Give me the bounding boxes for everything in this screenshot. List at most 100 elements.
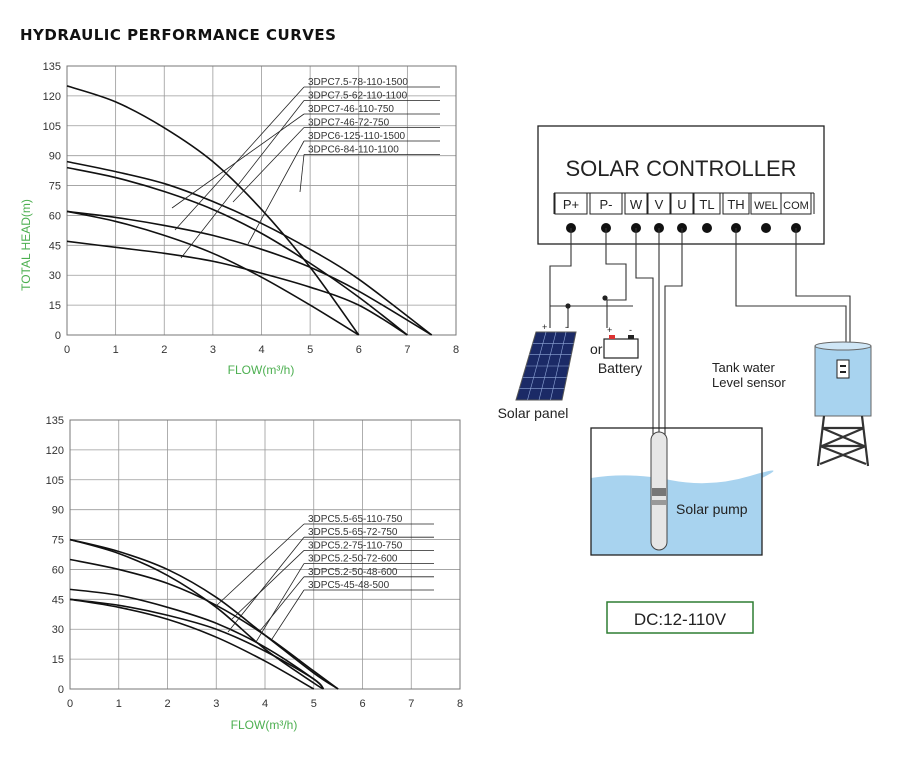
- chart-top: 3DPC7.5-78-110-1500 3DPC7.5-62-110-1100 3D…: [19, 61, 459, 377]
- y-tick-label: 90: [52, 505, 64, 517]
- legend-entry: 3DPC5-45-48-500: [308, 580, 390, 591]
- y-tick-label: 120: [46, 445, 64, 457]
- terminal-label: TH: [727, 197, 744, 212]
- legend-leader: [299, 154, 305, 193]
- panel-plus-label: +: [542, 322, 547, 332]
- battery-minus-label: -: [629, 325, 632, 335]
- terminal-box: [693, 192, 721, 215]
- legend-leader: [231, 550, 305, 620]
- x-tick-label: 2: [161, 344, 167, 356]
- terminal-box: [589, 192, 623, 215]
- solar-pump-icon: [650, 431, 668, 551]
- legend-entry: 3DPC5.2-75-110-750: [308, 540, 403, 551]
- y-tick-label: 0: [58, 684, 64, 696]
- x-tick-label: 7: [404, 344, 410, 356]
- series-line: [66, 210, 433, 336]
- legend-entry: 3DPC7-46-72-750: [308, 118, 390, 129]
- well-icon: [590, 427, 774, 556]
- terminal-label: U: [677, 197, 686, 212]
- x-tick-label: 1: [116, 698, 122, 710]
- plot-frame: [69, 419, 461, 690]
- y-tick-label: 75: [52, 535, 64, 547]
- y-tick-label: 90: [49, 151, 61, 163]
- panel-minus-label: -: [565, 322, 568, 332]
- x-tick-label: 6: [356, 344, 362, 356]
- y-tick-label: 30: [49, 270, 61, 282]
- x-tick-label: 8: [457, 698, 463, 710]
- x-axis-label: FLOW(m³/h): [228, 363, 295, 377]
- series-line: [69, 598, 325, 690]
- legend-leader: [271, 589, 305, 640]
- series-line: [66, 160, 433, 336]
- y-tick-label: 105: [43, 121, 61, 133]
- y-tick-label: 15: [49, 300, 61, 312]
- page-title: HYDRAULIC PERFORMANCE CURVES: [20, 26, 337, 44]
- terminal-box: [670, 192, 694, 215]
- battery-icon: [603, 335, 639, 359]
- x-tick-label: 6: [359, 698, 365, 710]
- terminal-box: [647, 192, 671, 215]
- terminal-label: COM: [783, 200, 809, 212]
- x-tick-label: 5: [307, 344, 313, 356]
- terminal-box: [554, 192, 588, 215]
- x-tick-label: 4: [262, 698, 268, 710]
- series-line: [69, 538, 324, 690]
- legend-leader: [215, 523, 305, 607]
- legend-entry: 3DPC7.5-62-110-1100: [308, 91, 408, 102]
- or-label: or: [590, 341, 603, 357]
- legend-leader: [259, 576, 305, 632]
- y-axis-label: TOTAL HEAD(m): [19, 199, 33, 291]
- legend-entry: 3DPC7.5-78-110-1500: [308, 77, 408, 88]
- y-tick-label: 105: [46, 475, 64, 487]
- y-tick-label: 0: [55, 330, 61, 342]
- y-tick-label: 15: [52, 654, 64, 666]
- legend-leader: [255, 563, 305, 643]
- legend-entry: 3DPC5.5-65-72-750: [308, 527, 398, 538]
- tank-label-line2: Level sensor: [712, 375, 786, 390]
- legend-leader: [174, 86, 305, 231]
- terminal-box: [722, 192, 750, 215]
- x-tick-label: 8: [453, 344, 459, 356]
- y-tick-label: 135: [43, 61, 61, 73]
- solar-panel-label: Solar panel: [498, 405, 569, 421]
- x-tick-label: 7: [408, 698, 414, 710]
- legend-leader: [247, 140, 305, 245]
- voltage-label: DC:12-110V: [634, 610, 727, 629]
- water-tank-icon: [814, 341, 872, 467]
- series-line: [69, 598, 315, 690]
- chart-bottom: 3DPC5.5-65-110-750 3DPC5.5-65-72-750 3DPC5…: [46, 415, 463, 732]
- series-line: [66, 166, 408, 336]
- x-tick-label: 2: [164, 698, 170, 710]
- x-tick-label: 0: [67, 698, 73, 710]
- y-tick-label: 120: [43, 91, 61, 103]
- x-tick-label: 0: [64, 344, 70, 356]
- legend-leader: [227, 536, 305, 633]
- plot-frame: [66, 65, 457, 336]
- y-tick-label: 60: [52, 564, 64, 576]
- series-line: [66, 85, 360, 336]
- terminal-screw: [702, 223, 712, 233]
- x-tick-label: 4: [258, 344, 264, 356]
- x-tick-label: 3: [213, 698, 219, 710]
- y-tick-label: 135: [46, 415, 64, 427]
- legend-entry: 3DPC5.5-65-110-750: [308, 514, 403, 525]
- legend-entry: 3DPC7-46-110-750: [308, 104, 394, 115]
- terminal-label: W: [630, 197, 643, 212]
- y-tick-label: 30: [52, 624, 64, 636]
- controller-title: SOLAR CONTROLLER: [565, 156, 796, 181]
- solar-pump-label: Solar pump: [676, 501, 748, 517]
- legend-entry: 3DPC6-84-110-1100: [308, 145, 399, 156]
- battery-plus-label: +: [607, 325, 612, 335]
- terminal-label: V: [655, 197, 664, 212]
- legend-leader: [232, 127, 305, 203]
- y-tick-label: 45: [52, 594, 64, 606]
- terminal-label: P-: [600, 197, 613, 212]
- x-tick-label: 1: [113, 344, 119, 356]
- x-axis-label: FLOW(m³/h): [231, 718, 298, 732]
- y-tick-label: 45: [49, 240, 61, 252]
- tank-label-line1: Tank water: [712, 360, 776, 375]
- legend-entry: 3DPC5.2-50-48-600: [308, 567, 398, 578]
- series-line: [66, 240, 408, 336]
- x-tick-label: 3: [210, 344, 216, 356]
